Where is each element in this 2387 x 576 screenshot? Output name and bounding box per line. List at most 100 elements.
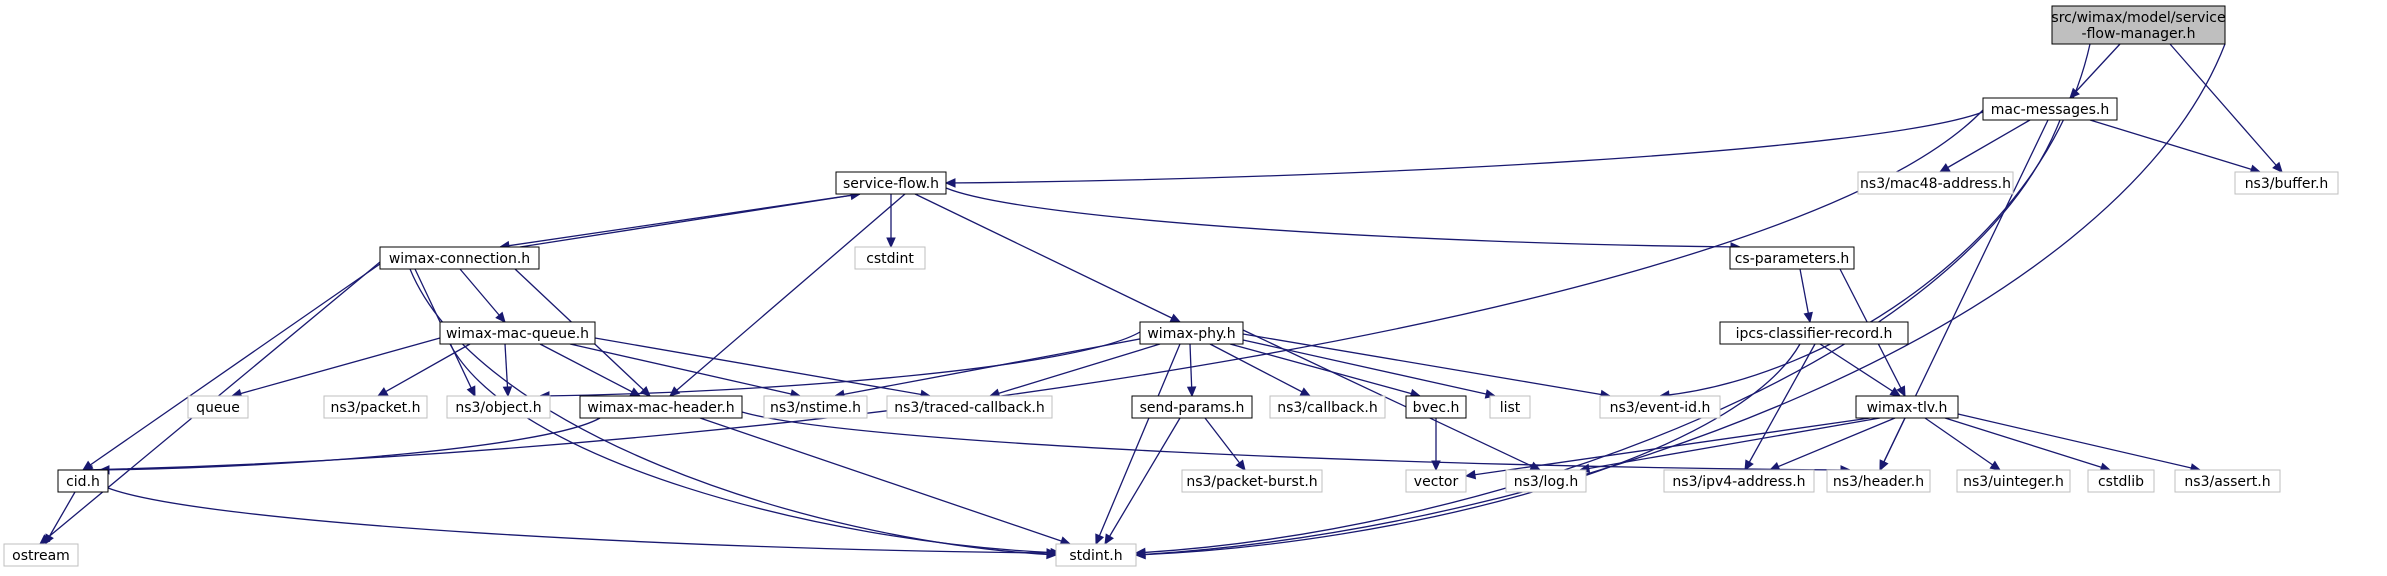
node-label: ns3/callback.h: [1277, 400, 1377, 416]
edge-wimax-mac-queue-to-stdint: [449, 343, 1062, 558]
node-box: [1663, 469, 1815, 493]
node-assert: ns3/assert.h: [2174, 469, 2281, 493]
node-label: ns3/mac48-address.h: [1860, 176, 2011, 192]
node-label: send-params.h: [1140, 400, 1245, 416]
edge-service-flow-to-wimax-phy: [914, 193, 1182, 323]
edge-line: [1957, 413, 2201, 471]
node-box: [763, 395, 868, 419]
edge-line: [1209, 343, 1311, 397]
node-box: [886, 395, 1053, 419]
node-label: ns3/traced-callback.h: [894, 400, 1045, 416]
node-uinteger: ns3/uinteger.h: [1956, 469, 2071, 493]
node-header: ns3/header.h: [1826, 469, 1931, 493]
node-ipcs[interactable]: ipcs-classifier-record.h: [1719, 321, 1909, 345]
edge-send-params-to-stdint: [1104, 417, 1181, 546]
edge-wimax-tlv-to-header: [1879, 417, 1906, 472]
node-ostream: ostream: [3, 543, 79, 567]
node-box: [323, 395, 428, 419]
node-label: wimax-tlv.h: [1867, 400, 1948, 416]
edge-line: [1659, 43, 2091, 397]
node-label: queue: [196, 400, 240, 416]
node-box: [187, 395, 249, 419]
node-label: cstdint: [866, 251, 914, 267]
node-cstdint: cstdint: [854, 246, 926, 270]
edge-cs-parameters-to-ipcs: [1799, 268, 1813, 324]
node-label: ns3/log.h: [1514, 474, 1578, 490]
arrow-head: [1889, 386, 1902, 397]
node-wimax-connection[interactable]: wimax-connection.h: [379, 246, 540, 270]
edge-wimax-mac-header-to-cid: [98, 417, 601, 475]
node-stdint: stdint.h: [1055, 543, 1137, 567]
node-label: stdint.h: [1069, 548, 1122, 564]
node-label: wimax-mac-queue.h: [446, 326, 589, 342]
node-bvec[interactable]: bvec.h: [1405, 395, 1467, 419]
arrow-head: [1431, 460, 1441, 472]
edge-wimax-mac-queue-to-queue: [230, 337, 441, 399]
edge-line: [2089, 119, 2261, 173]
arrow-head: [1896, 385, 1906, 398]
node-cs-parameters[interactable]: cs-parameters.h: [1729, 246, 1855, 270]
node-wimax-mac-queue[interactable]: wimax-mac-queue.h: [439, 321, 596, 345]
edge-line: [569, 343, 801, 397]
node-label: cs-parameters.h: [1735, 251, 1850, 267]
node-label: mac-messages.h: [1991, 102, 2110, 118]
node-label: ipcs-classifier-record.h: [1736, 326, 1893, 342]
edge-line: [1879, 417, 1906, 471]
node-box: [2051, 5, 2226, 45]
node-box: [1489, 395, 1531, 419]
edge-line: [1135, 43, 2226, 556]
node-packet-burst: ns3/packet-burst.h: [1181, 469, 1323, 493]
node-cid[interactable]: cid.h: [57, 469, 109, 493]
node-send-params[interactable]: send-params.h: [1131, 395, 1253, 419]
edge-line: [945, 111, 1984, 184]
node-cstdlib: cstdlib: [2087, 469, 2155, 493]
edge-line: [231, 337, 441, 397]
arrow-head: [495, 311, 506, 323]
node-wimax-mac-header[interactable]: wimax-mac-header.h: [579, 395, 743, 419]
arrow-head: [944, 178, 956, 188]
node-box: [579, 395, 743, 419]
node-label: src/wimax/model/service: [2051, 10, 2225, 26]
node-box: [379, 246, 540, 270]
edges-layer: [39, 43, 2283, 560]
edge-line: [82, 263, 381, 471]
node-label: ostream: [12, 548, 70, 564]
edge-line: [834, 337, 1146, 397]
node-nstime: ns3/nstime.h: [763, 395, 868, 419]
node-log: ns3/log.h: [1505, 469, 1587, 493]
edge-line: [1204, 417, 1246, 471]
node-box: [1055, 543, 1137, 567]
edge-wimax-connection-to-cid: [81, 263, 381, 471]
edge-line: [99, 417, 601, 471]
node-label: bvec.h: [1413, 400, 1460, 416]
node-service-flow[interactable]: service-flow.h: [835, 171, 947, 195]
node-label: ns3/uinteger.h: [1963, 474, 2064, 490]
node-mac48: ns3/mac48-address.h: [1857, 171, 2014, 195]
node-box: [1405, 395, 1467, 419]
arrow-head: [1744, 459, 1754, 472]
arrow-head: [1464, 469, 1477, 480]
node-mac-messages[interactable]: mac-messages.h: [1982, 97, 2118, 121]
edge-mac-messages-to-service-flow: [944, 111, 1984, 188]
edge-wimax-mac-header-to-stdint: [699, 417, 1072, 546]
node-box: [1139, 321, 1244, 345]
arrow-head: [1768, 461, 1781, 471]
node-wimax-phy[interactable]: wimax-phy.h: [1139, 321, 1244, 345]
node-label: service-flow.h: [843, 176, 939, 192]
arrow-head: [1134, 549, 1146, 560]
arrow-head: [629, 387, 642, 397]
node-label: ns3/packet.h: [331, 400, 421, 416]
node-root[interactable]: src/wimax/model/service-flow-manager.h: [2051, 5, 2226, 45]
node-label: ns3/event-id.h: [1610, 400, 1711, 416]
arrow-head: [1186, 386, 1197, 398]
node-box: [1826, 469, 1931, 493]
arrow-head: [1989, 460, 2002, 471]
node-traced-callback: ns3/traced-callback.h: [886, 395, 1053, 419]
node-wimax-tlv[interactable]: wimax-tlv.h: [1855, 395, 1959, 419]
edge-root-to-mac-messages: [2069, 43, 2121, 99]
node-box: [2174, 469, 2281, 493]
node-box: [1857, 171, 2014, 195]
arrow-head: [1879, 459, 1889, 472]
edge-line: [1939, 119, 2031, 173]
